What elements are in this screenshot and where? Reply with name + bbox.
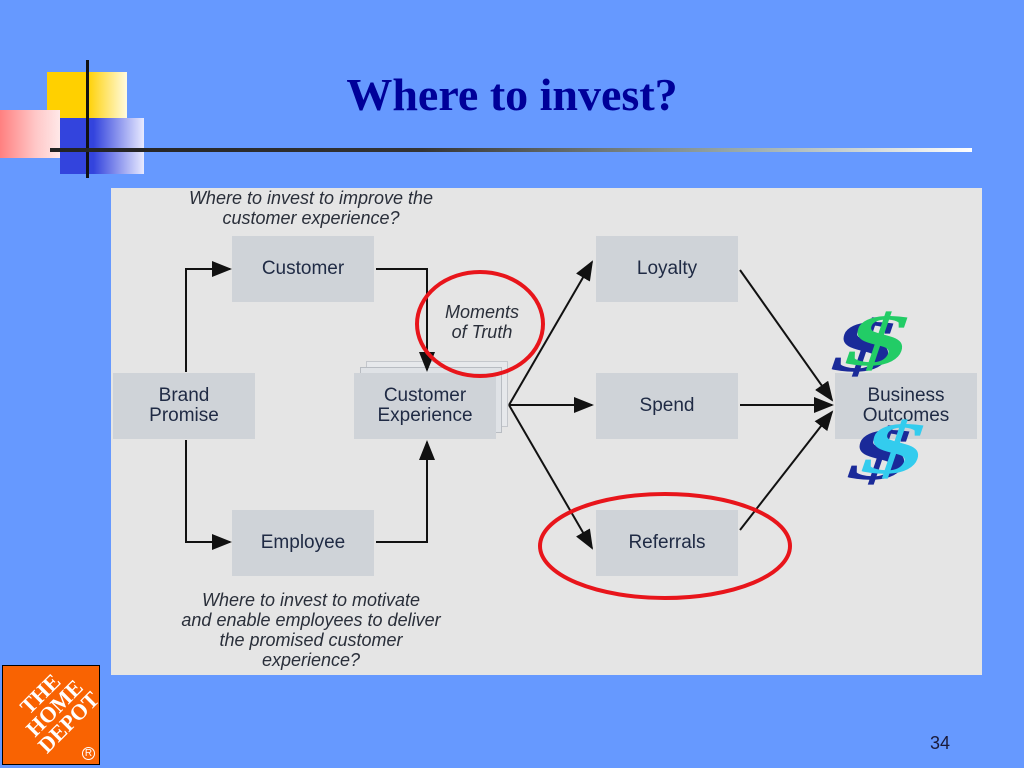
node-loyalty: Loyalty: [596, 236, 738, 302]
node-customer-experience: Customer Experience: [354, 373, 496, 439]
node-employee: Employee: [232, 510, 374, 576]
decor-square-blue: [60, 118, 144, 174]
page-title: Where to invest?: [346, 69, 678, 120]
question-top: Where to invest to improve the customer …: [188, 188, 434, 228]
decor-vertical-line: [86, 60, 89, 178]
slide-number: 34: [930, 733, 951, 753]
connector-employee-to-experience: [376, 440, 435, 543]
highlight-circle-referrals: [538, 492, 792, 600]
node-brand-promise: Brand Promise: [113, 373, 255, 439]
node-customer: Customer: [232, 236, 374, 302]
node-referrals: Referrals: [596, 510, 738, 576]
connector-customer-to-experience: [376, 268, 435, 372]
node-business-outcomes: Business Outcomes: [835, 373, 977, 439]
decor-horizontal-line: [50, 148, 972, 152]
home-depot-logo: THE HOME DEPOT R: [2, 665, 100, 765]
logo-registered-mark: R: [82, 747, 95, 760]
connector-experience-to-referrals: [508, 404, 594, 550]
diagram-panel: Where to invest to improve the customer …: [111, 188, 982, 675]
connector-brand-to-customer: [185, 261, 232, 372]
connector-experience-to-loyalty: [508, 260, 594, 406]
connector-referrals-to-business: [739, 410, 834, 531]
connector-loyalty-to-business: [739, 269, 834, 402]
question-bottom: Where to invest to motivate and enable e…: [181, 590, 441, 670]
moments-of-truth-label: Moments of Truth: [444, 302, 520, 342]
connector-brand-to-employee: [185, 440, 232, 550]
node-spend: Spend: [596, 373, 738, 439]
highlight-circle-moments: [415, 270, 545, 378]
